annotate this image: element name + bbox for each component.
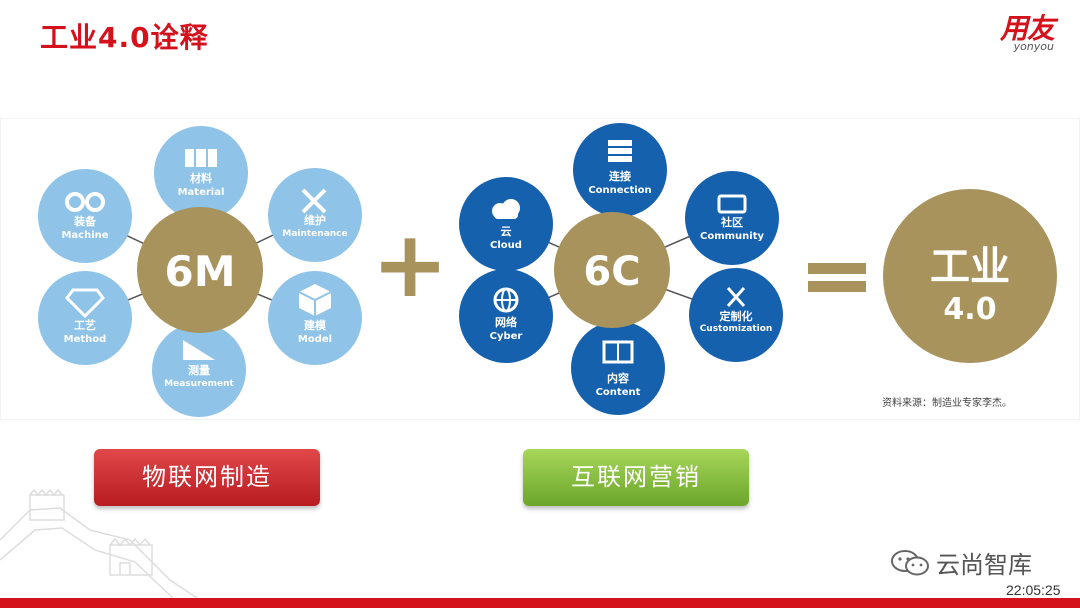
node-en: Cloud [490,240,522,251]
source-note: 资料来源：制造业专家李杰。 [882,398,1012,409]
equals-sign [808,263,866,292]
hub-label: 6M [164,247,235,296]
bottom-bar [0,598,1080,608]
book-icon [185,149,217,167]
node-cn: 材料 [190,171,212,185]
node-en: Method [64,334,107,345]
internet-marketing-button[interactable]: 互联网营销 [523,449,749,506]
left-node-maintenance: 维护 Maintenance [268,168,362,262]
node-cn: 定制化 [720,309,753,323]
ruler-icon [183,340,215,360]
industry-4-diagram: 材料 Material 维护 Maintenance 建模 Model 测量 M… [38,123,1057,417]
hub-6m: 6M [137,207,263,333]
left-node-model: 建模 Model [268,271,362,365]
node-cn: 工艺 [74,318,96,332]
left-node-material: 材料 Material [154,126,248,220]
great-wall-sketch [0,488,201,600]
yonyou-logo: 用友 yonyou [999,12,1055,54]
node-en: Cyber [490,331,523,342]
right-node-cloud: 云 Cloud [459,177,553,271]
wechat-icon [891,549,929,575]
plus-sign: + [371,211,448,318]
node-en: Content [596,387,641,398]
hub-label: 6C [583,249,640,295]
document-icon [602,340,634,364]
globe-icon [493,287,519,313]
node-en: Machine [61,230,108,241]
iot-manufacturing-button[interactable]: 物联网制造 [94,449,320,506]
right-node-customization: 定制化 Customization [689,268,783,362]
node-cn: 网络 [495,315,517,329]
gears-icon [65,192,105,212]
node-en: Community [700,231,764,242]
right-node-content: 内容 Content [571,321,665,415]
node-cn: 建模 [304,318,327,332]
node-en: Material [178,187,225,198]
cube-icon [298,284,332,316]
node-en: Measurement [164,379,234,389]
cloud-icon [492,199,520,219]
right-node-cyber: 网络 Cyber [459,269,553,363]
node-cn: 内容 [607,371,629,385]
server-icon [608,140,632,162]
timestamp: 22:05:25 [1006,582,1061,598]
scissors-icon [726,287,746,307]
node-cn: 装备 [73,214,97,228]
logo-cn: 用友 [999,12,1055,45]
left-node-method: 工艺 Method [38,271,132,365]
slide-title: 工业4.0诠释 [40,21,209,54]
wechat-brand: 云尚智库 [890,545,1032,580]
logo-en: yonyou [1013,40,1054,53]
node-cn: 测量 [188,363,210,377]
brand-name: 云尚智库 [936,551,1032,579]
left-node-measurement: 测量 Measurement [152,323,246,417]
result-industry-4: 工业 4.0 [883,189,1057,363]
right-node-community: 社区 Community [685,171,779,265]
tools-icon [301,188,327,214]
node-en: Customization [700,324,773,334]
node-en: Maintenance [282,229,347,239]
node-en: Model [298,334,332,345]
node-en: Connection [588,185,651,196]
result-line2: 4.0 [943,292,996,327]
result-line1: 工业 [930,244,1010,290]
chat-icon [717,194,747,214]
node-cn: 云 [501,225,512,238]
left-node-machine: 装备 Machine [38,169,132,263]
node-cn: 连接 [609,169,631,183]
node-cn: 维护 [304,213,326,227]
diamond-icon [65,288,105,319]
right-node-connection: 连接 Connection [573,123,667,217]
node-cn: 社区 [720,215,743,229]
hub-6c: 6C [554,212,670,328]
